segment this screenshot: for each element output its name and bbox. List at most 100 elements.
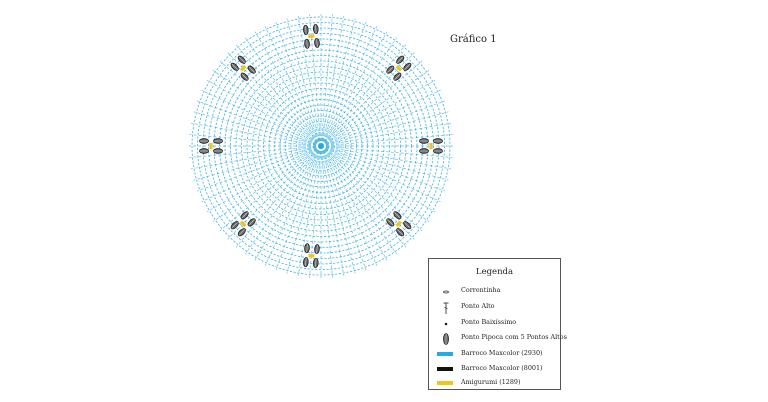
stitch-spoke — [320, 21, 367, 147]
chain-stitch-icon — [435, 284, 457, 298]
popcorn-stitch-line — [404, 63, 411, 70]
popcorn-cluster — [230, 55, 256, 81]
legend-label: Ponto Baixíssimo — [461, 318, 517, 326]
popcorn-stitch-line — [306, 243, 308, 253]
chart-title: Gráfico 1 — [450, 34, 497, 45]
yellow-center — [308, 253, 315, 258]
stitch-spoke — [320, 31, 388, 147]
popcorn-stitch-line — [241, 212, 248, 219]
legend-box: Legenda Correntinha Ponto Alto Ponto Bai… — [428, 258, 567, 390]
legend-label: Correntinha — [461, 286, 501, 294]
stitch-spoke — [320, 145, 333, 278]
stitch-spoke — [201, 145, 322, 203]
stitch-spoke — [320, 145, 441, 203]
stitch-spoke — [320, 145, 356, 274]
legend-label: Amigurumi (1289) — [461, 378, 521, 386]
stitch-spoke — [320, 60, 423, 147]
popcorn-stitch-line — [315, 24, 317, 34]
legend-label: Barroco Maxcolor (8001) — [461, 364, 543, 372]
yellow-center — [209, 143, 213, 149]
stitch-spoke — [320, 145, 345, 277]
popcorn-stitch-line — [387, 66, 394, 73]
legend-label: Ponto Alto — [461, 302, 495, 310]
popcorn-stitch-line — [238, 56, 245, 63]
stitch-spoke — [320, 145, 367, 271]
stitch-round — [301, 126, 341, 166]
stitch-spoke — [264, 26, 322, 147]
popcorn-stitch-line — [394, 212, 401, 219]
stitch-spoke — [206, 145, 322, 213]
stitch-spoke — [286, 18, 322, 147]
yellow-center — [239, 220, 247, 228]
stitch-spoke — [320, 111, 449, 147]
stitch-round — [197, 22, 445, 270]
stitch-spoke — [189, 145, 322, 158]
popcorn-stitch-line — [305, 257, 307, 267]
stitch-spoke — [235, 44, 322, 147]
popcorn-stitch-line — [315, 258, 317, 268]
stitch-spoke — [297, 15, 322, 147]
yellow-center — [308, 34, 315, 39]
stitch-round — [252, 77, 390, 215]
stitch-round — [241, 66, 401, 226]
stitch-spoke — [320, 52, 415, 147]
popcorn-stitch-line — [241, 73, 248, 80]
legend-title: Legenda — [475, 267, 514, 277]
stitch-spoke — [320, 14, 333, 147]
stitch-spoke — [254, 31, 322, 147]
popcorn-stitch-line — [316, 244, 318, 254]
popcorn-stitch-line — [238, 229, 245, 236]
stitch-spoke — [212, 70, 322, 147]
stitch-spoke — [227, 52, 322, 147]
stitch-spoke — [320, 145, 397, 255]
popcorn-stitch-line — [248, 66, 255, 73]
popcorn-stitch-line — [248, 219, 255, 226]
stitch-spoke — [320, 145, 446, 192]
stitch-spoke — [219, 60, 322, 147]
stitch-spoke — [190, 122, 322, 147]
stitch-spoke — [254, 145, 322, 261]
swatch-fill — [437, 367, 453, 371]
legend-item-blue-yarn: Barroco Maxcolor (2930) — [429, 347, 560, 361]
stitch-spoke — [193, 145, 322, 181]
stitch-spoke — [320, 18, 356, 147]
stitch-spoke — [320, 134, 453, 147]
stitch-spoke — [320, 70, 430, 147]
stitch-spoke — [320, 145, 388, 261]
stitch-spoke — [320, 145, 378, 266]
popcorn-stitch-line — [316, 38, 318, 48]
stitch-spoke — [320, 26, 378, 147]
stitch-spoke — [320, 145, 452, 170]
stitch-spoke — [196, 145, 322, 192]
stitch-spoke — [245, 37, 322, 147]
legend-label: Barroco Maxcolor (2930) — [461, 349, 543, 357]
legend-item-double-crochet: Ponto Alto — [429, 300, 560, 314]
popcorn-stitch-line — [397, 229, 404, 236]
stitch-spoke — [309, 14, 322, 147]
popcorn-stitch-line — [231, 63, 238, 70]
stitch-spoke — [320, 145, 423, 232]
stitch-spoke — [320, 79, 436, 147]
stitch-spoke — [320, 15, 345, 147]
legend-item-yellow-yarn: Amigurumi (1289) — [429, 376, 560, 390]
stitch-spoke — [275, 145, 322, 271]
legend-item-slip-stitch: Ponto Baixíssimo — [429, 316, 560, 330]
popcorn-stitch-line — [306, 39, 308, 49]
stitch-spoke — [320, 145, 415, 240]
swatch-fill — [437, 381, 453, 385]
stitch-spoke — [190, 145, 322, 170]
yellow-center — [395, 220, 403, 228]
stitch-spoke — [206, 79, 322, 147]
color-swatch-black — [435, 362, 457, 376]
color-swatch-yellow — [435, 376, 457, 390]
stitch-spoke — [320, 145, 449, 181]
popcorn-stitch-line — [397, 56, 404, 63]
stitch-spoke — [320, 145, 453, 158]
stitch-spoke — [320, 145, 430, 222]
stitch-spoke — [320, 89, 441, 147]
yellow-center — [395, 64, 403, 72]
stitch-spoke — [320, 37, 397, 147]
stitch-spoke — [320, 122, 452, 147]
stitch-spoke — [201, 89, 322, 147]
